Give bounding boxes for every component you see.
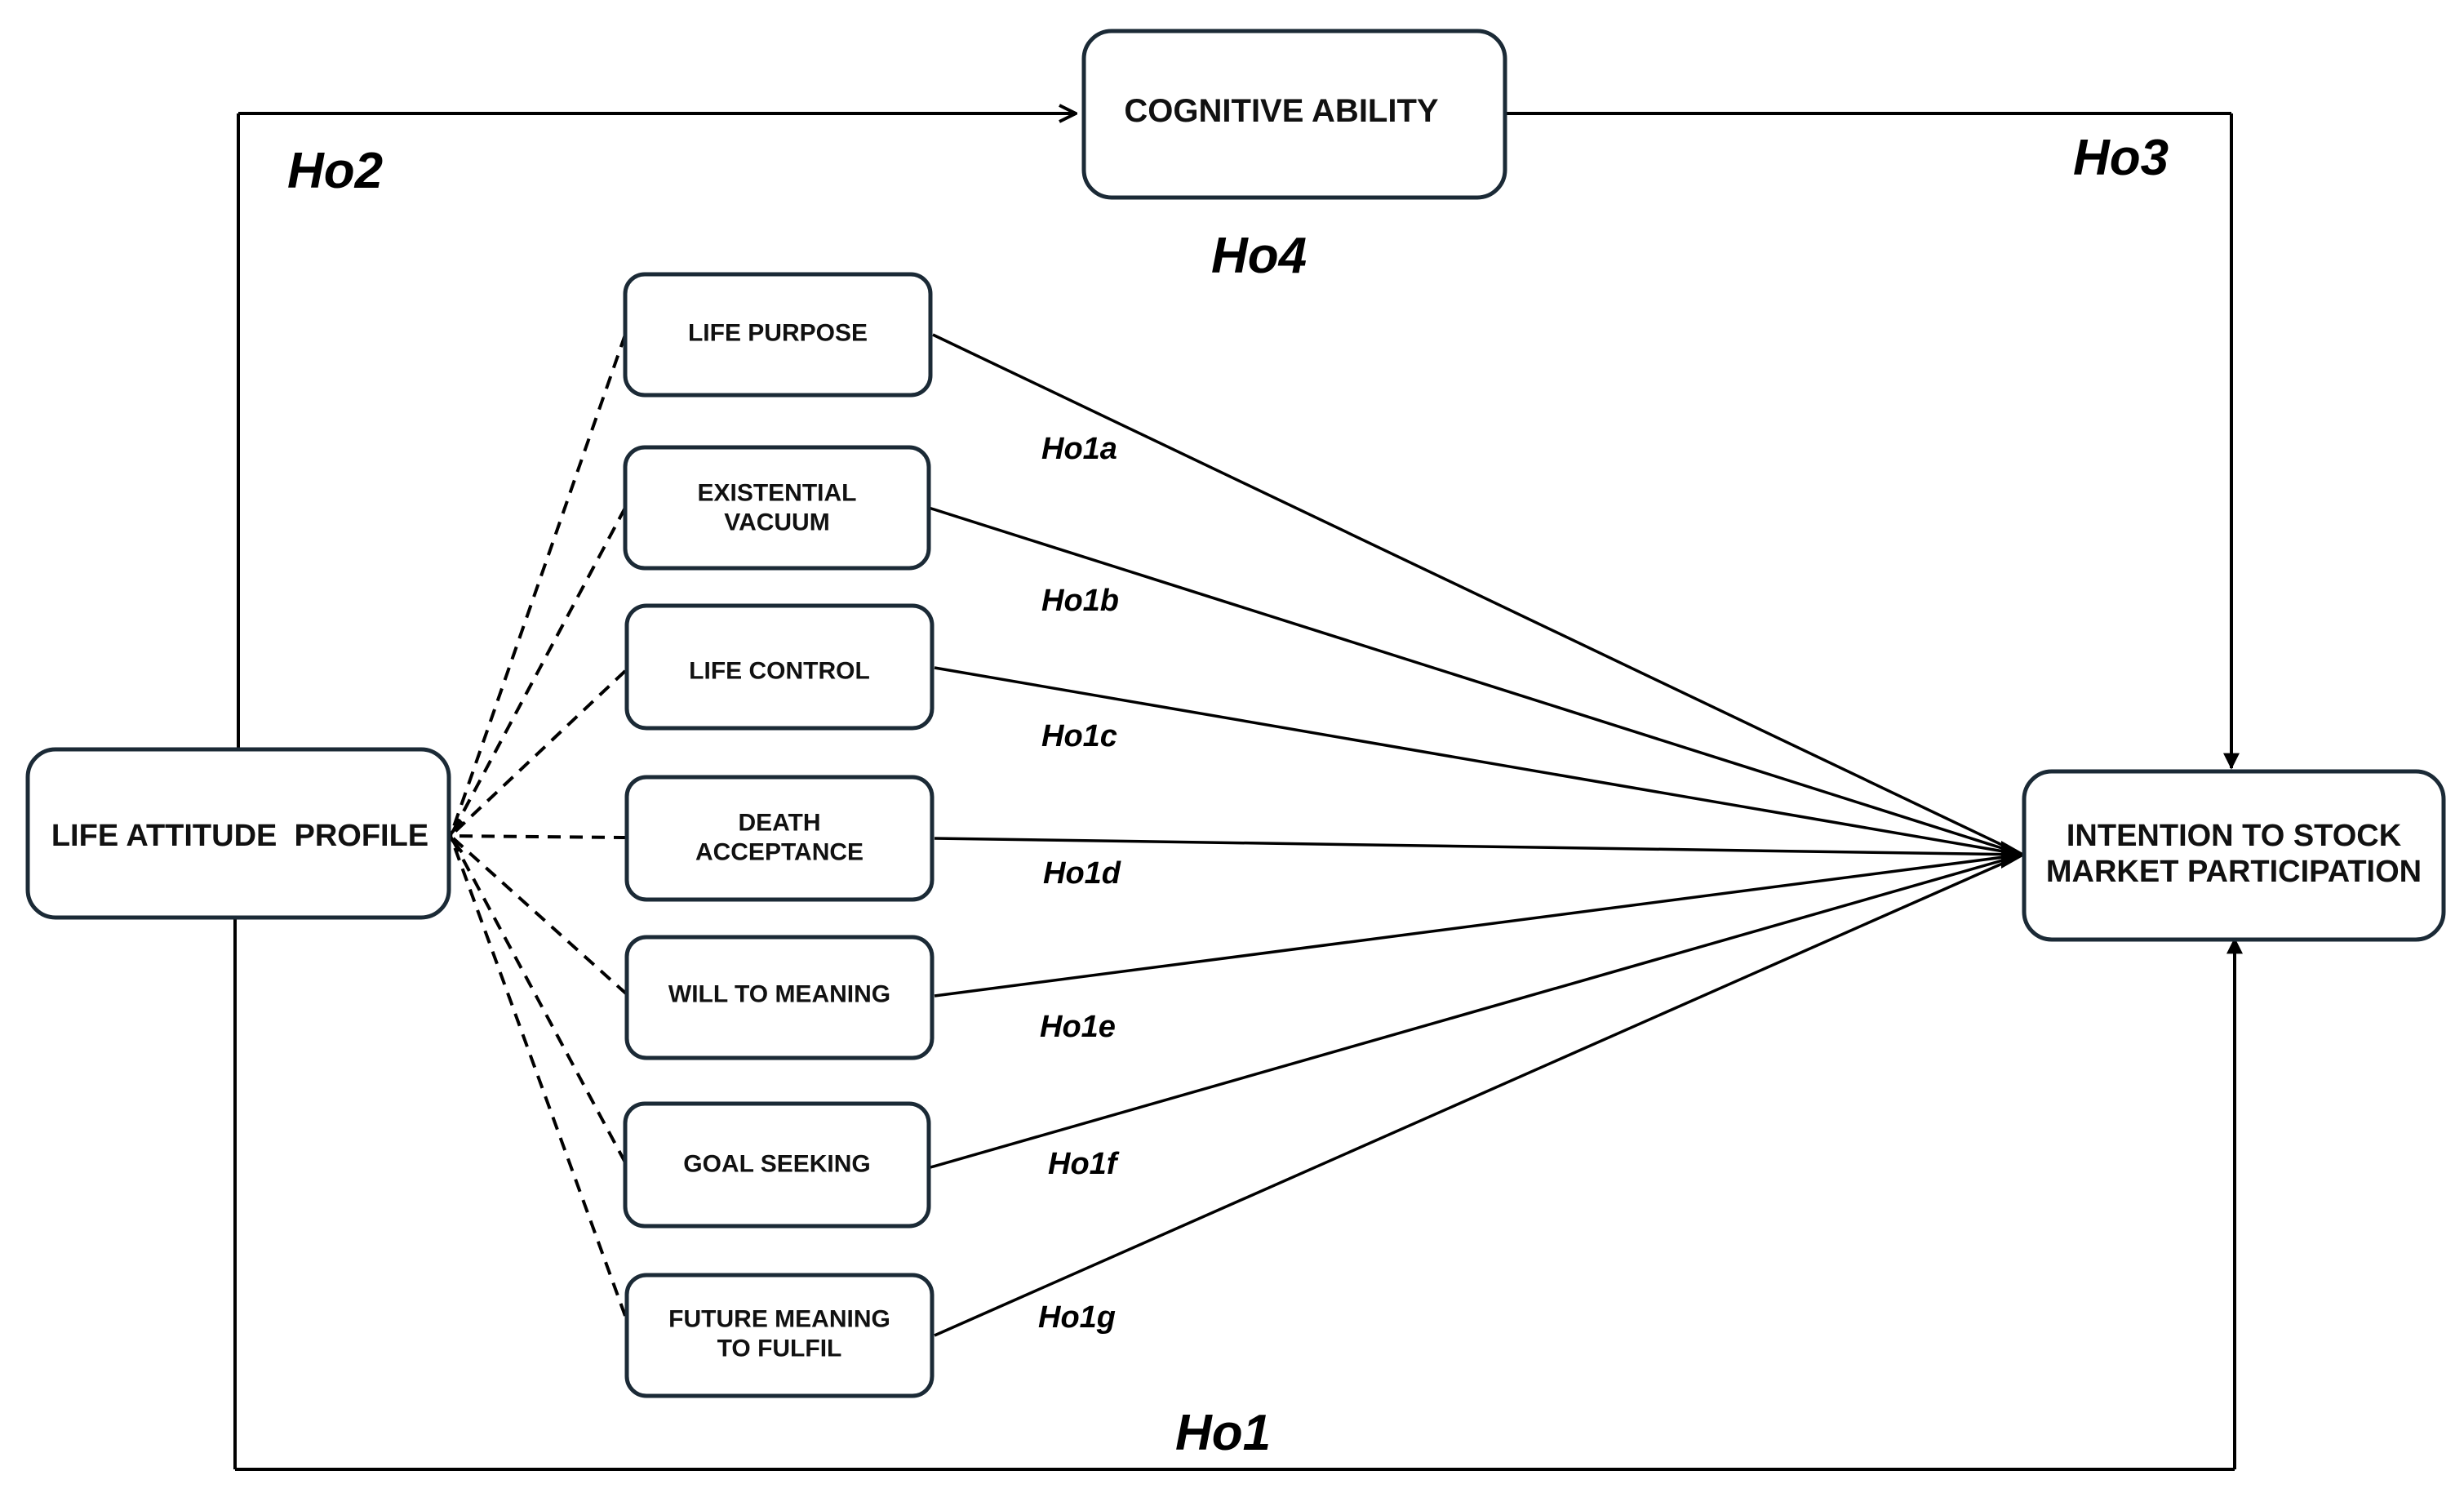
node-cognitive-ability: COGNITIVE ABILITY xyxy=(1081,29,1507,200)
death-acceptance-label-line2: ACCEPTANCE xyxy=(695,839,864,866)
dashed-death-acceptance xyxy=(450,834,628,839)
dashed-goal-seeking xyxy=(449,835,627,1163)
solid-existential-vacuum xyxy=(928,506,2023,856)
dimension-nodes: LIFE PURPOSE EXISTENTIAL VACUUM LIFE CON… xyxy=(623,272,935,1398)
solid-future-meaning xyxy=(934,853,2023,1337)
life-attitude-profile-label: LIFE ATTITUDE PROFILE xyxy=(51,819,428,853)
node-life-purpose: LIFE PURPOSE xyxy=(623,272,933,398)
future-meaning-label-line2: TO FULFIL xyxy=(717,1335,842,1362)
intention-label-line2: MARKET PARTICIPATION xyxy=(2046,855,2422,889)
life-control-label: LIFE CONTROL xyxy=(689,658,870,685)
dashed-life-control xyxy=(449,669,627,838)
hypothesis-ho1a: Ho1a xyxy=(1041,432,1117,466)
frame-lines xyxy=(233,113,2243,1471)
node-life-attitude-profile: LIFE ATTITUDE PROFILE xyxy=(25,747,451,920)
node-intention-stock-market: INTENTION TO STOCK MARKET PARTICIPATION xyxy=(2022,769,2446,942)
dashed-future-meaning xyxy=(449,835,627,1317)
cognitive-ability-label: COGNITIVE ABILITY xyxy=(1124,93,1439,129)
solid-goal-seeking xyxy=(930,853,2023,1169)
hypothesis-ho1f: Ho1f xyxy=(1048,1147,1120,1181)
dashed-life-purpose xyxy=(449,334,627,837)
death-acceptance-label-line1: DEATH xyxy=(738,810,820,837)
node-goal-seeking: GOAL SEEKING xyxy=(623,1101,931,1229)
hypothesis-ho1e: Ho1e xyxy=(1040,1010,1116,1044)
hypothesis-ho1b: Ho1b xyxy=(1041,584,1119,618)
hypothesis-ho4: Ho4 xyxy=(1211,228,1307,284)
existential-vacuum-label-line2: VACUUM xyxy=(724,509,829,536)
solid-will-to-meaning xyxy=(934,853,2023,998)
solid-life-purpose xyxy=(932,333,2023,856)
hypothesis-ho1c: Ho1c xyxy=(1041,719,1117,753)
hypothesis-ho1g: Ho1g xyxy=(1038,1300,1116,1335)
solid-connectors xyxy=(928,333,2026,1337)
node-death-acceptance: DEATH ACCEPTANCE xyxy=(624,775,935,902)
intention-label-line1: INTENTION TO STOCK xyxy=(2067,819,2402,853)
intention-arrowhead xyxy=(2001,841,2026,869)
hypothesis-ho3: Ho3 xyxy=(2073,130,2169,186)
node-future-meaning: FUTURE MEANING TO FULFIL xyxy=(624,1273,935,1398)
dashed-connectors xyxy=(446,334,628,1317)
node-will-to-meaning: WILL TO MEANING xyxy=(624,935,935,1060)
hypothesis-labels: Ho2 Ho3 Ho4 Ho1 Ho1a Ho1b Ho1c Ho1d Ho1e… xyxy=(287,130,2169,1461)
dashed-existential-vacuum xyxy=(449,507,627,837)
future-meaning-label-line1: FUTURE MEANING xyxy=(668,1306,890,1333)
hypothesis-ho2: Ho2 xyxy=(287,143,383,199)
existential-vacuum-label-line1: EXISTENTIAL xyxy=(697,480,856,507)
hypothesis-ho1d: Ho1d xyxy=(1043,856,1121,891)
will-to-meaning-label: WILL TO MEANING xyxy=(668,981,890,1008)
solid-life-control xyxy=(934,666,2023,856)
dashed-will-to-meaning xyxy=(449,834,628,996)
solid-death-acceptance xyxy=(934,837,2023,856)
life-purpose-label: LIFE PURPOSE xyxy=(688,320,868,347)
hypothesis-ho1: Ho1 xyxy=(1175,1405,1271,1461)
node-existential-vacuum: EXISTENTIAL VACUUM xyxy=(623,445,931,571)
node-life-control: LIFE CONTROL xyxy=(624,603,935,731)
goal-seeking-label: GOAL SEEKING xyxy=(683,1151,870,1178)
